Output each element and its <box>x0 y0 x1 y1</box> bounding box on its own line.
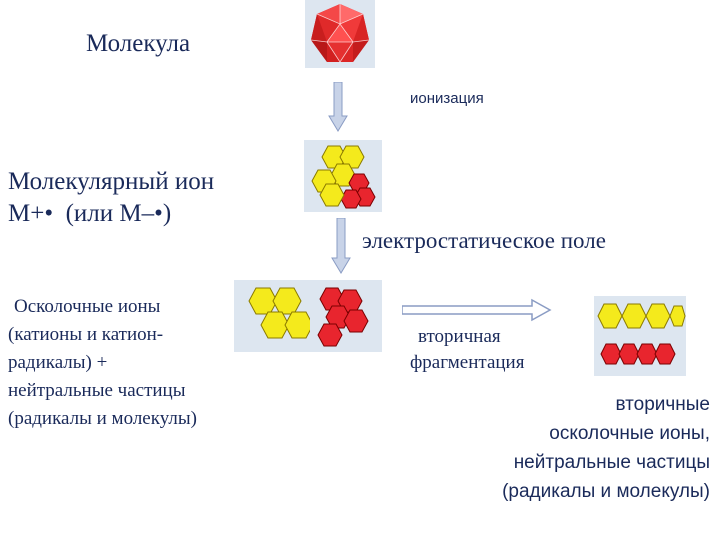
fragment-ions-line5: (радикалы и молекулы) <box>8 408 197 429</box>
secondary-fragmentation-line2: фрагментация <box>410 352 525 373</box>
yellow-fragments-panel <box>234 280 314 352</box>
fragment-ions-text: Осколочные ионы (катионы и катион- радик… <box>8 293 197 433</box>
molecular-ion-label: Молекулярный ион М+• (или М–•) <box>8 166 214 230</box>
secondary-ions-line4: (радикалы и молекулы) <box>502 481 710 502</box>
molecular-ion-line1: Молекулярный ион <box>8 168 215 195</box>
arrow-down-field <box>331 218 351 274</box>
molecular-ion-line2: М+• (или М–•) <box>8 200 172 227</box>
secondary-fragments-panel <box>594 296 686 376</box>
ionization-label: ионизация <box>410 90 484 107</box>
red-fragments-panel <box>310 280 382 352</box>
arrow-down-ionization <box>328 82 348 132</box>
yellow-hexagons-icon <box>248 287 314 339</box>
icosahedron-icon <box>310 4 370 63</box>
fragment-ions-line2: (катионы и катион- <box>8 324 164 345</box>
hexagon-cluster-icon <box>311 145 376 209</box>
molecule-label: Молекула <box>86 30 191 57</box>
secondary-fragmentation-label: вторичная фрагментация <box>410 324 524 376</box>
fragment-ions-line3: радикалы) + <box>8 352 108 373</box>
red-hexagons-icon <box>317 287 369 347</box>
secondary-ions-line3: нейтральные частицы <box>513 452 710 473</box>
arrow-right-secondary <box>402 298 552 322</box>
fragment-ions-line1: Осколочные ионы <box>14 296 161 317</box>
secondary-ions-text: вторичные осколочные ионы, нейтральные ч… <box>502 390 710 506</box>
secondary-ions-line2: осколочные ионы, <box>549 423 710 444</box>
molecule-image-panel <box>305 0 375 68</box>
hexagon-rows-icon <box>597 303 686 365</box>
electrostatic-field-label: электростатическое поле <box>362 228 606 253</box>
fragment-ions-line4: нейтральные частицы <box>8 380 186 401</box>
secondary-fragmentation-line1: вторичная <box>418 326 501 347</box>
secondary-ions-line1: вторичные <box>615 394 710 415</box>
molecular-ion-panel <box>304 140 382 212</box>
